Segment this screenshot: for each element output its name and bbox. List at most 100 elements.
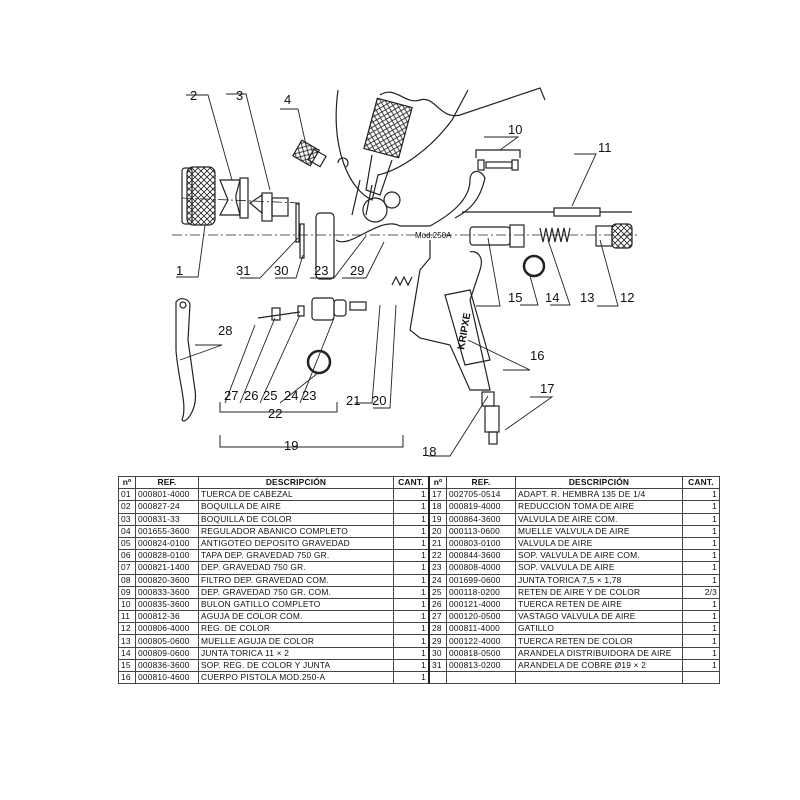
callout-12: 12 — [620, 290, 634, 305]
header-ref-2: REF. — [446, 475, 516, 490]
right-cell-qty: 1 — [682, 524, 720, 538]
right-cell-n: 28 — [428, 622, 447, 636]
right-cell-n: 22 — [428, 549, 447, 563]
right-cell-desc: VALVULA DE AIRE COM. — [515, 512, 683, 526]
right-cell-ref: 000844-3600 — [446, 549, 516, 563]
left-cell-n: 12 — [118, 622, 136, 636]
callout-15: 15 — [508, 290, 522, 305]
callout-17: 17 — [540, 381, 554, 396]
right-cell-n: 19 — [428, 512, 447, 526]
right-cell-qty — [682, 670, 720, 685]
left-cell-desc: AGUJA DE COLOR COM. — [198, 610, 394, 624]
callout-18: 18 — [422, 444, 436, 459]
right-cell-desc: TUERCA RETEN DE AIRE — [515, 597, 683, 612]
right-cell-qty: 2/3 — [682, 585, 720, 599]
left-cell-ref: 000820-3600 — [135, 573, 199, 587]
part-15-regulator-support — [469, 224, 525, 248]
left-cell-n: 14 — [118, 646, 136, 660]
right-cell-ref: 000120-0500 — [446, 610, 516, 624]
left-cell-ref: 000821-1400 — [135, 561, 199, 575]
callout-25: 25 — [263, 388, 277, 403]
callout-22: 22 — [268, 406, 282, 421]
left-cell-n: 08 — [118, 573, 136, 587]
callout-19: 19 — [284, 438, 298, 453]
table-header-row: nº REF. DESCRIPCIÓN CANT. nº REF. DESCRI… — [118, 475, 720, 490]
right-cell-ref: 000819-4000 — [446, 500, 516, 514]
left-cell-ref: 000833-3600 — [135, 585, 199, 599]
bracket-22 — [219, 402, 338, 413]
callout-11: 11 — [598, 140, 612, 155]
left-cell-n: 06 — [118, 549, 136, 563]
part-2-air-cap — [219, 177, 249, 219]
left-cell-n: 04 — [118, 524, 136, 538]
left-cell-desc: MUELLE AGUJA DE COLOR — [198, 634, 394, 648]
right-cell-ref: 000113-0600 — [446, 524, 516, 538]
left-cell-desc: TUERCA DE CABEZAL — [198, 488, 394, 502]
left-cell-ref: 000809-0600 — [135, 646, 199, 660]
left-cell-ref: 000827-24 — [135, 500, 199, 514]
callout-1: 1 — [176, 263, 183, 278]
part-3-fluid-nozzle — [248, 192, 289, 222]
part-16-gun-body — [335, 170, 491, 391]
callout-4: 4 — [284, 92, 291, 107]
left-cell-n: 16 — [118, 670, 136, 685]
right-cell-ref: 002705-0514 — [446, 488, 516, 502]
callout-16: 16 — [530, 348, 544, 363]
right-cell-desc: ARANDELA DISTRIBUIDORA DE AIRE — [515, 646, 683, 660]
callout-31: 31 — [236, 263, 250, 278]
left-cell-ref: 000801-4000 — [135, 488, 199, 502]
right-cell-ref: 000811-4000 — [446, 622, 516, 636]
part-20-valve-spring — [391, 275, 413, 287]
part-30-air-distributor — [299, 223, 305, 259]
right-cell-desc: RETEN DE AIRE Y DE COLOR — [515, 585, 683, 599]
left-cell-ref: 000810-4600 — [135, 670, 199, 685]
right-cell-n: 30 — [428, 646, 447, 660]
left-cell-desc: CUERPO PISTOLA MOD.250-A — [198, 670, 394, 685]
right-cell-ref: 000808-4000 — [446, 561, 516, 575]
left-cell-qty: 1 — [393, 658, 430, 673]
left-cell-qty: 1 — [393, 622, 430, 636]
left-cell-desc: JUNTA TORICA 11 × 2 — [198, 646, 394, 660]
right-cell-n: 27 — [428, 610, 447, 624]
callout-13: 13 — [580, 290, 594, 305]
left-cell-desc: BOQUILLA DE COLOR — [198, 512, 394, 526]
right-cell-desc: GATILLO — [515, 622, 683, 636]
right-cell-qty: 1 — [682, 488, 720, 502]
right-cell-qty: 1 — [682, 512, 720, 526]
left-cell-qty: 1 — [393, 597, 430, 612]
left-cell-qty: 1 — [393, 561, 430, 575]
right-cell-qty: 1 — [682, 634, 720, 648]
right-cell-desc: ADAPT. R. HEMBRA 135 DE 1/4 — [515, 488, 683, 502]
right-cell-ref: 001699-0600 — [446, 573, 516, 587]
left-cell-qty: 1 — [393, 549, 430, 563]
left-cell-qty: 1 — [393, 670, 430, 685]
left-cell-ref: 000828-0100 — [135, 549, 199, 563]
left-cell-desc: DEP. GRAVEDAD 750 GR. — [198, 561, 394, 575]
model-label: Mod.250A — [415, 231, 452, 240]
right-cell-qty: 1 — [682, 549, 720, 563]
right-cell-ref: 000121-4000 — [446, 597, 516, 612]
left-cell-desc: FILTRO DEP. GRAVEDAD COM. — [198, 573, 394, 587]
header-qty-2: CANT. — [682, 475, 720, 490]
left-cell-qty: 1 — [393, 646, 430, 660]
right-cell-n: 20 — [428, 524, 447, 538]
left-cell-desc: BOQUILLA DE AIRE — [198, 500, 394, 514]
right-cell-ref: 000118-0200 — [446, 585, 516, 599]
right-cell-desc — [515, 670, 683, 685]
left-cell-desc: TAPA DEP. GRAVEDAD 750 GR. — [198, 549, 394, 563]
part-14-o-ring — [522, 254, 546, 278]
header-n-2: nº — [428, 475, 447, 490]
part-28-trigger — [175, 298, 197, 422]
left-cell-qty: 1 — [393, 500, 430, 514]
callout-10: 10 — [508, 122, 522, 137]
left-cell-n: 01 — [118, 488, 136, 502]
part-22-air-valve-support — [257, 297, 367, 375]
callout-30: 30 — [274, 263, 288, 278]
